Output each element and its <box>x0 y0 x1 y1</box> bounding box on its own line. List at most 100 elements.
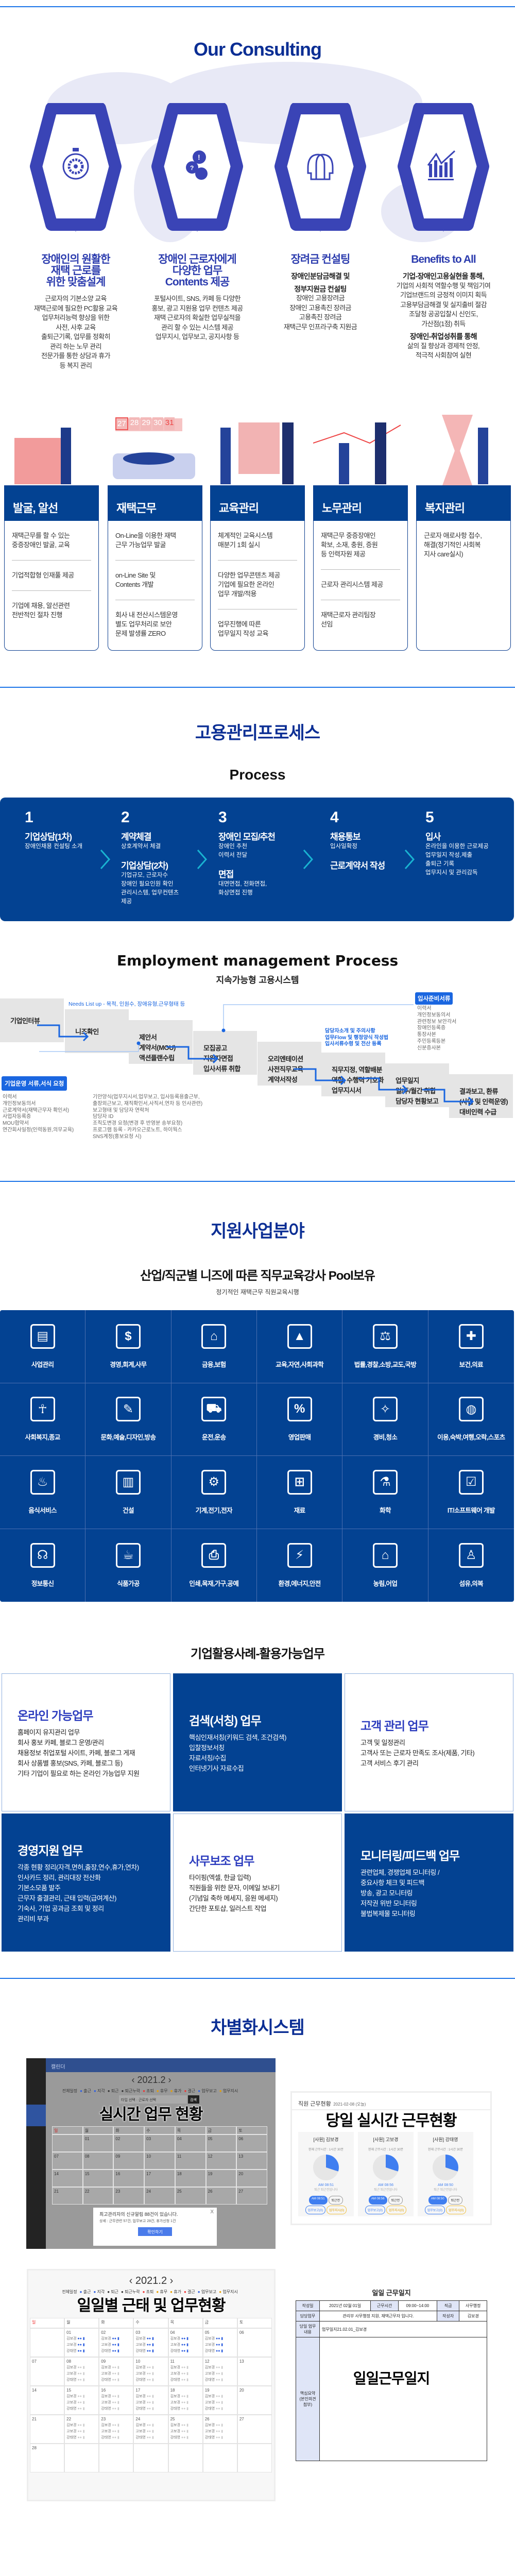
calendar-day-cell[interactable]: 28 <box>30 2444 65 2472</box>
calendar-day-cell[interactable]: 16 <box>113 2170 145 2187</box>
service-text-line: 업무일지 작성 교육 <box>218 630 268 637</box>
fields-subtext: 정기적인 재택근무 직원교육시행 <box>216 1289 299 1296</box>
next-month-icon[interactable]: › <box>165 2075 171 2085</box>
next-month-icon[interactable]: › <box>167 2275 174 2286</box>
calendar-day-cell[interactable] <box>133 2444 168 2472</box>
calendar-day-cell[interactable]: 15 <box>82 2170 114 2187</box>
calendar-day-cell[interactable]: 21 <box>30 2415 65 2444</box>
calendar-day-cell[interactable]: 06 <box>236 2134 267 2152</box>
calendar-day-cell[interactable]: 14 <box>30 2386 65 2415</box>
journal-cell: 2021년 02월 01일 <box>319 2300 371 2311</box>
calendar-day-cell[interactable]: 21 <box>52 2187 83 2205</box>
calendar-day-cell[interactable]: 23 <box>113 2187 145 2205</box>
calendar-day-cell[interactable]: 19 <box>205 2170 237 2187</box>
calendar-day-cell[interactable]: 10 <box>144 2152 175 2170</box>
calendar-day-cell[interactable] <box>99 2444 134 2472</box>
calendar-day-cell[interactable]: 07 <box>52 2152 83 2170</box>
calendar-day-cell[interactable]: 22 <box>82 2187 114 2205</box>
calendar-day-cell[interactable]: 02 <box>113 2134 145 2152</box>
calendar-day-cell[interactable]: 17 <box>144 2170 175 2187</box>
fields-headline: 산업/직군별 니즈에 따른 직무교육강사 Pool보유 <box>140 1269 375 1283</box>
calendar-day-cell[interactable]: 27 <box>236 2187 267 2205</box>
calendar-day-cell[interactable]: 20 <box>237 2386 272 2415</box>
prev-month-icon[interactable]: ‹ <box>129 2275 135 2286</box>
calendar-day-cell[interactable]: 12 <box>205 2152 237 2170</box>
calendar-day-cell[interactable]: 13 <box>237 2357 272 2386</box>
calendar-day-cell[interactable]: 06 <box>237 2328 272 2357</box>
status-dots-icon: ●● ▮ <box>215 2436 224 2439</box>
order-button[interactable]: 업무지시(0) <box>386 2206 407 2214</box>
confirm-button[interactable]: 확인하기 <box>138 2227 172 2236</box>
calendar-day-cell[interactable]: 20 <box>236 2170 267 2187</box>
clock-in-button[interactable]: AM 08:51 <box>308 2196 328 2205</box>
calendar-day-cell[interactable]: 04 <box>175 2134 206 2152</box>
calendar-day-cell[interactable]: 03 <box>144 2134 175 2152</box>
calendar-day-cell[interactable]: 11 <box>175 2152 206 2170</box>
sidebar-active-item[interactable] <box>26 2105 46 2126</box>
clock-in-button[interactable]: AM 08:56 <box>368 2196 387 2205</box>
calendar-day-cell[interactable]: 24 <box>144 2187 175 2205</box>
calendar-day-cell[interactable] <box>64 2444 99 2472</box>
calendar-day-cell[interactable] <box>237 2444 272 2472</box>
calendar-day-cell[interactable]: 09 <box>113 2152 145 2170</box>
calendar-day-cell[interactable]: 26 <box>205 2187 237 2205</box>
calendar-day-cell[interactable]: 05 <box>205 2134 237 2152</box>
calendar-day-cell[interactable]: 01 <box>82 2134 114 2152</box>
report-button[interactable]: 업무보고(0) <box>424 2206 445 2214</box>
calendar-day-cell[interactable]: 14 <box>52 2170 83 2187</box>
calendar-day-cell[interactable] <box>202 2444 237 2472</box>
legend-dot-icon: ● <box>170 2089 174 2093</box>
calendar-day-cell[interactable] <box>52 2134 83 2152</box>
order-button[interactable]: 업무지시(0) <box>327 2206 347 2214</box>
calendar-day-cell[interactable]: 25 <box>175 2187 206 2205</box>
calendar-day-cell[interactable]: 08 <box>82 2152 114 2170</box>
staff-status: 고보경 ●● ▮ <box>101 2429 131 2434</box>
consulting-heading: Benefits to All <box>384 254 503 265</box>
calendar-day-cell[interactable] <box>168 2444 203 2472</box>
type-select[interactable]: 타입 선택 · 근로자 선택 <box>119 2095 187 2104</box>
leave-button[interactable]: 퇴근전 <box>328 2196 344 2205</box>
usecase-title: 고객 관리 업무 <box>360 1719 429 1733</box>
calendar-day-cell[interactable]: 27 <box>237 2415 272 2444</box>
report-button[interactable]: 업무보고(0) <box>305 2206 325 2214</box>
clock-in-button[interactable]: AM 08:50 <box>428 2196 447 2205</box>
field-label: 경영,회계,사무 <box>110 1361 147 1368</box>
leave-button[interactable]: 퇴근전 <box>448 2196 463 2205</box>
calendar-day-cell[interactable] <box>30 2328 65 2357</box>
price-tag-icon: % <box>287 1397 312 1422</box>
close-icon[interactable]: X <box>210 2209 214 2215</box>
legend-item: ● 퇴근 <box>108 2089 119 2093</box>
calendar-day-cell[interactable]: 13 <box>236 2152 267 2170</box>
calendar-day-cell[interactable]: 07 <box>30 2357 65 2386</box>
leave-button[interactable]: 퇴근전 <box>388 2196 403 2205</box>
order-button[interactable]: 업무지시(0) <box>446 2206 467 2214</box>
calendar-day-cell[interactable]: 18 <box>175 2170 206 2187</box>
prev-month-icon[interactable]: ‹ <box>131 2075 138 2085</box>
search-button[interactable]: 검색 <box>188 2095 199 2104</box>
report-button[interactable]: 업무보고(0) <box>365 2206 385 2214</box>
